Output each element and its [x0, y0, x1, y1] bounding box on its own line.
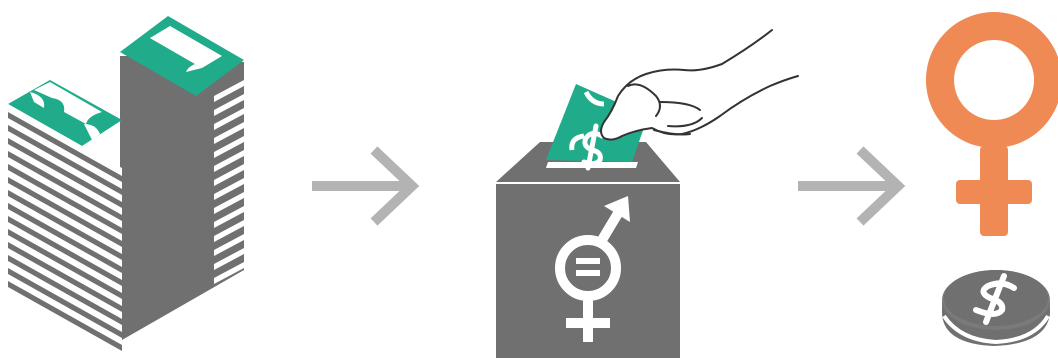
- front-stack: [8, 80, 122, 356]
- back-stack: [120, 16, 244, 340]
- gender-equality-ballot-box-icon: [496, 30, 798, 358]
- hand-icon: [601, 30, 798, 140]
- money-stack-icon: [8, 16, 244, 356]
- arrow-right-icon: [312, 150, 412, 222]
- coin-icon: [942, 270, 1050, 346]
- arrow-right-icon: [798, 150, 898, 222]
- female-symbol-icon: [926, 12, 1058, 236]
